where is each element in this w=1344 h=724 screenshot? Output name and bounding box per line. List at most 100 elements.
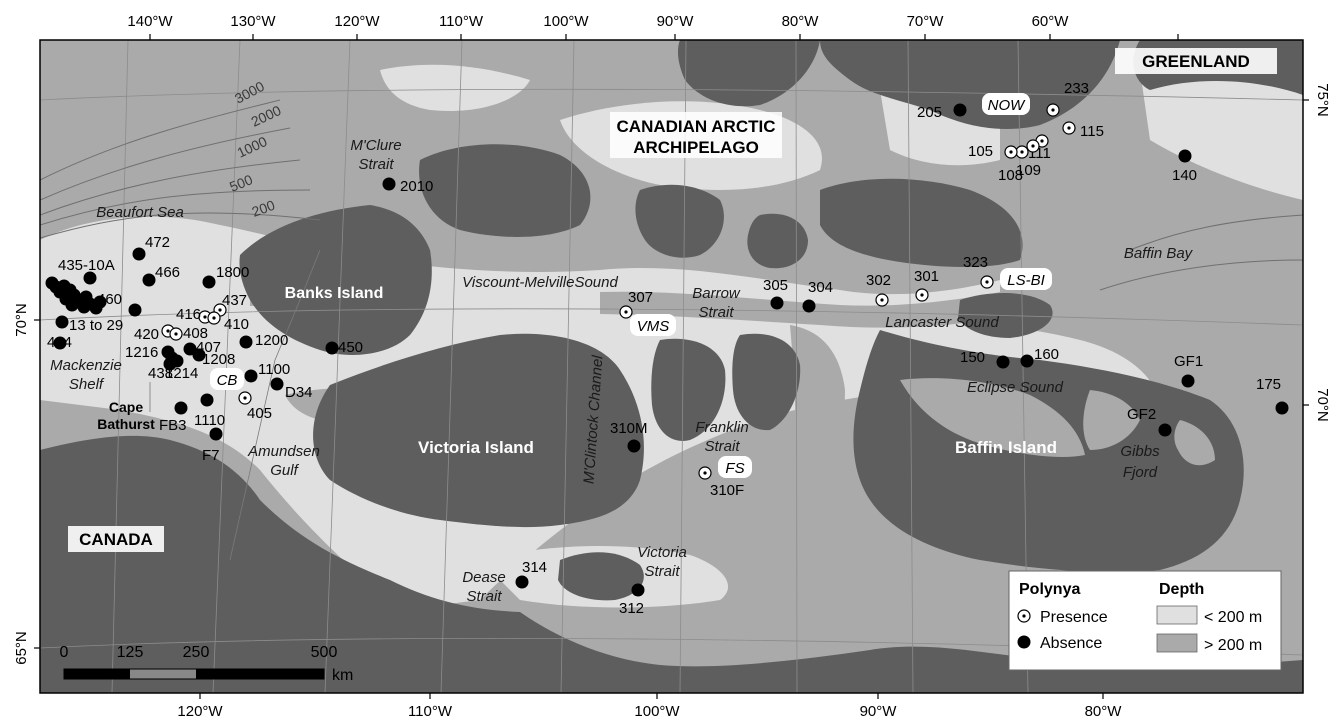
station-marker-absence bbox=[515, 575, 529, 589]
top-lon-label: 70°W bbox=[907, 13, 945, 30]
station-label: 416 bbox=[176, 306, 201, 323]
scale-unit: km bbox=[332, 667, 353, 684]
label-cape-bathurst: Bathurst bbox=[97, 416, 155, 432]
station-marker-absence bbox=[770, 296, 784, 310]
station-marker-absence bbox=[1181, 374, 1195, 388]
scale-tick-label: 500 bbox=[311, 644, 338, 661]
top-lon-label: 60°W bbox=[1032, 13, 1070, 30]
station-1200: 1200 bbox=[239, 332, 288, 349]
station-marker-presence-dot bbox=[1040, 139, 1044, 143]
station-label: 307 bbox=[628, 289, 653, 306]
station-label: 2010 bbox=[400, 178, 433, 195]
station-416: 416 bbox=[176, 306, 212, 324]
station-1110: 1110 bbox=[194, 393, 225, 429]
station-1100: 1100 bbox=[244, 361, 290, 383]
station-label: 1800 bbox=[216, 264, 249, 281]
station-marker-absence bbox=[200, 393, 214, 407]
station-label: 13 to 29 bbox=[69, 317, 123, 334]
station-marker-absence bbox=[802, 299, 816, 313]
scale-bar-segment bbox=[130, 669, 196, 679]
label-banks-island: Banks Island bbox=[285, 285, 384, 302]
top-lon-label: 110°W bbox=[439, 13, 484, 30]
scale-tick-label: 125 bbox=[117, 644, 144, 661]
station-label: 410 bbox=[224, 316, 249, 333]
scale-tick-label: 0 bbox=[60, 644, 69, 661]
axis-labels: 140°W 130°W 120°W 110°W 100°W 90°W 80°W … bbox=[13, 13, 1331, 720]
legend-absence-symbol bbox=[1017, 635, 1031, 649]
station-marker-absence bbox=[132, 247, 146, 261]
scale-bar: 0 125 250 500 km bbox=[60, 644, 354, 684]
mainland-canada bbox=[40, 435, 1303, 693]
devon-island bbox=[820, 178, 1023, 267]
right-lat-label: 70°N bbox=[1314, 388, 1331, 422]
polynya-labels: NOW LS-BI VMS FS CB bbox=[210, 93, 1052, 478]
bathurst-island bbox=[635, 184, 724, 258]
station-marker-absence bbox=[996, 355, 1010, 369]
station-2010: 2010 bbox=[382, 177, 433, 195]
left-lat-label: 65°N bbox=[13, 631, 30, 665]
boundary-lines bbox=[149, 249, 321, 561]
station-marker-absence bbox=[627, 439, 641, 453]
station-marker-absence bbox=[174, 401, 188, 415]
station-marker-presence-dot bbox=[166, 329, 170, 333]
right-lat-label: 75°N bbox=[1314, 83, 1331, 117]
station-label: 438 bbox=[148, 365, 173, 382]
station-marker-absence bbox=[953, 103, 967, 117]
station-435-10A: 435-10A bbox=[58, 257, 115, 285]
station-marker-absence bbox=[1158, 423, 1172, 437]
station-115: 115 bbox=[1062, 121, 1104, 140]
label-polynya-lsbi: LS-BI bbox=[1007, 272, 1045, 289]
station-label: 420 bbox=[134, 326, 159, 343]
station-marker-presence-dot bbox=[624, 310, 628, 314]
station-label: GF1 bbox=[1174, 353, 1203, 370]
station-marker-absence bbox=[128, 303, 142, 317]
station-label: GF2 bbox=[1127, 406, 1156, 423]
station-label: 140 bbox=[1172, 167, 1197, 184]
station-marker-presence-dot bbox=[920, 293, 924, 297]
legend-absence-label: Absence bbox=[1040, 635, 1102, 652]
scale-bar-outline bbox=[63, 668, 325, 680]
station-323: 323 bbox=[963, 254, 994, 289]
station-F7: F7 bbox=[202, 427, 223, 464]
bottom-lon-label: 80°W bbox=[1085, 703, 1123, 720]
station-marker-absence bbox=[170, 354, 184, 368]
station-label: D34 bbox=[285, 384, 313, 401]
station-label: 466 bbox=[155, 264, 180, 281]
label-gibbs-fjord: Fjord bbox=[1123, 464, 1158, 481]
station-450: 450 bbox=[325, 339, 363, 356]
legend-box bbox=[1008, 570, 1282, 671]
station-marker-presence-dot bbox=[1009, 150, 1013, 154]
station-marker-absence bbox=[202, 275, 216, 289]
bottom-lon-label: 120°W bbox=[177, 703, 223, 720]
label-mclure-strait: Strait bbox=[358, 156, 394, 173]
station-label: 437 bbox=[222, 292, 247, 309]
station-label: 304 bbox=[808, 279, 833, 296]
legend-depth-title: Depth bbox=[1159, 581, 1204, 598]
station-466: 466 bbox=[142, 264, 180, 287]
station-437: 437 bbox=[213, 292, 247, 317]
legend-deep-label: > 200 m bbox=[1204, 637, 1262, 654]
label-polynya-now: NOW bbox=[988, 97, 1027, 114]
bottom-lon-label: 110°W bbox=[408, 703, 453, 720]
station-140: 140 bbox=[1172, 149, 1197, 184]
station-marker-presence-dot bbox=[703, 471, 707, 475]
contour-label-200: 200 bbox=[250, 197, 278, 220]
station-label: 450 bbox=[338, 339, 363, 356]
station-cluster-marker bbox=[93, 295, 107, 309]
station-405: 405 bbox=[238, 391, 272, 422]
station-marker-absence bbox=[1020, 354, 1034, 368]
station-472: 472 bbox=[132, 234, 170, 261]
station-label: 435-10A bbox=[58, 257, 115, 274]
station-label: 115 bbox=[1080, 123, 1104, 140]
station-175: 175 bbox=[1256, 376, 1289, 415]
label-lancaster-sound: Lancaster Sound bbox=[885, 314, 999, 331]
label-beaufort-sea: Beaufort Sea bbox=[96, 204, 184, 221]
top-lon-label: 140°W bbox=[127, 13, 173, 30]
station-410: 410 bbox=[207, 311, 249, 333]
station-408: 408 bbox=[169, 325, 208, 342]
station-310F: 310F bbox=[698, 466, 744, 499]
station-150: 150 bbox=[960, 349, 1010, 369]
station-label: 108 bbox=[998, 167, 1023, 184]
label-greenland: GREENLAND bbox=[1142, 52, 1250, 71]
station-marker-presence-dot bbox=[212, 316, 216, 320]
